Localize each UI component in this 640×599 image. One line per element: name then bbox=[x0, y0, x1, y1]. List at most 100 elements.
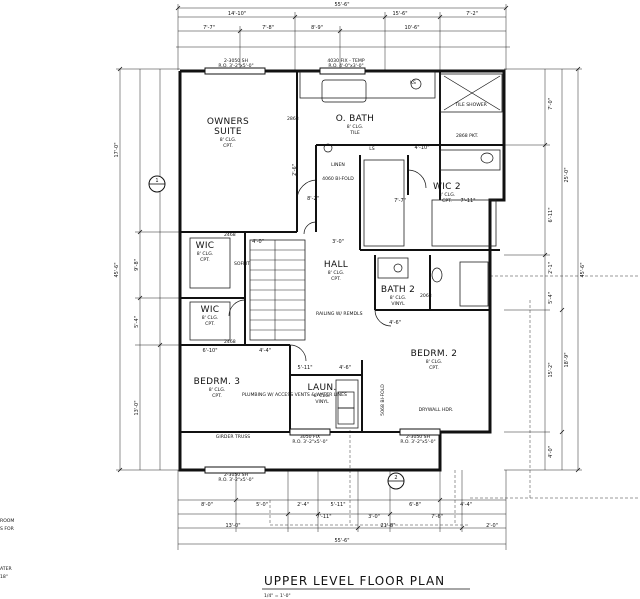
svg-text:LAUN.: LAUN. bbox=[307, 383, 336, 393]
svg-text:14'-10": 14'-10" bbox=[228, 11, 246, 17]
svg-text:55'-6": 55'-6" bbox=[334, 538, 349, 544]
tile-shower-label: TILE SHOWER bbox=[454, 102, 488, 108]
window-top-left-label: 2-3050 SH bbox=[224, 58, 248, 64]
dimension-ticks bbox=[117, 5, 581, 531]
dimension-text: 55'-6" 14'-10" 15'-6" 7'-2" 7'-7" 7'-8" … bbox=[114, 2, 586, 544]
room-bath-2: BATH 2 8' CLG. VINYL bbox=[381, 285, 415, 307]
svg-text:6'-11": 6'-11" bbox=[548, 207, 554, 222]
grid-marker-2: 2 bbox=[387, 472, 405, 490]
svg-text:8' CLG.: 8' CLG. bbox=[347, 124, 363, 130]
svg-text:BEDRM. 2: BEDRM. 2 bbox=[411, 349, 458, 359]
svg-text:2: 2 bbox=[394, 475, 397, 481]
ks-label: KS bbox=[410, 80, 416, 86]
room-wic-2: WIC 2 8' CLG. CPT. bbox=[433, 182, 461, 204]
window-top-mid-label: 4030 FIX - TEMP bbox=[327, 58, 365, 64]
room-bedrm-3: BEDRM. 3 8' CLG. CPT. bbox=[194, 377, 241, 399]
svg-text:7'-11": 7'-11" bbox=[316, 514, 331, 520]
svg-text:8' CLG.: 8' CLG. bbox=[202, 315, 218, 321]
svg-text:15'-6": 15'-6" bbox=[392, 11, 407, 17]
ls-label: LS bbox=[369, 146, 375, 152]
svg-text:45'-6": 45'-6" bbox=[114, 262, 120, 277]
svg-text:CPT.: CPT. bbox=[200, 257, 210, 263]
svg-text:8' CLG.: 8' CLG. bbox=[439, 192, 455, 198]
svg-text:BEDRM. 3: BEDRM. 3 bbox=[194, 377, 241, 387]
svg-text:17'-0": 17'-0" bbox=[114, 142, 120, 157]
drywall-header-label: DRYWALL HDR. bbox=[419, 407, 454, 413]
svg-text:21'-8": 21'-8" bbox=[380, 523, 395, 529]
railing-label: RAILING W/ REMDLS bbox=[316, 311, 363, 317]
svg-text:7'-7": 7'-7" bbox=[203, 25, 215, 31]
svg-text:13'-0": 13'-0" bbox=[134, 400, 140, 415]
door-label-2468-b: 2468 bbox=[224, 339, 236, 345]
svg-text:5'-11": 5'-11" bbox=[330, 502, 345, 508]
window-top-left-ro: R.O. 3'-2"x5'-0" bbox=[218, 63, 253, 69]
svg-text:5'-4": 5'-4" bbox=[134, 316, 140, 328]
svg-text:WIC 2: WIC 2 bbox=[433, 182, 461, 192]
window-bottom-left-label: 2-3050 SH bbox=[224, 472, 248, 478]
svg-text:4'-4": 4'-4" bbox=[460, 502, 472, 508]
plumbing-note: PLUMBING W/ ACCESS VENTS & WATER LINES bbox=[242, 392, 347, 398]
svg-text:6'-8": 6'-8" bbox=[409, 502, 421, 508]
room-owners-suite: OWNERS SUITE 8' CLG. CPT. bbox=[207, 117, 249, 149]
drawing-title: UPPER LEVEL FLOOR PLAN bbox=[264, 574, 445, 588]
window-bottom-mid-ro: R.O. 3'-2"x5'-0" bbox=[292, 439, 327, 445]
girder-truss-label: GIRDER TRUSS bbox=[216, 434, 250, 440]
margin-note-for: S FOR bbox=[0, 526, 15, 532]
door-label-2868: 2868 bbox=[287, 116, 299, 122]
svg-text:8'-2": 8'-2" bbox=[307, 196, 319, 202]
svg-text:VINYL: VINYL bbox=[391, 301, 405, 307]
svg-text:4'-0": 4'-0" bbox=[548, 446, 554, 458]
window-bottom-right-label: 2-3050 SH bbox=[406, 434, 430, 440]
window-bottom-left-ro: R.O. 3'-2"x5'-0" bbox=[218, 477, 253, 483]
svg-text:10'-6": 10'-6" bbox=[404, 25, 419, 31]
svg-text:9'-8": 9'-8" bbox=[134, 259, 140, 271]
room-o-bath: O. BATH 8' CLG. TILE bbox=[336, 114, 374, 136]
svg-text:8' CLG.: 8' CLG. bbox=[390, 295, 406, 301]
drawing-scale: 1/4" = 1'-0" bbox=[264, 593, 291, 599]
svg-text:8' CLG.: 8' CLG. bbox=[197, 251, 213, 257]
svg-text:7'-0": 7'-0" bbox=[548, 98, 554, 110]
svg-text:WIC: WIC bbox=[196, 241, 215, 251]
plan-notes: TILE SHOWER LINEN 4060 BI-FOLD LS KS RAI… bbox=[0, 58, 488, 580]
room-wic-3: WIC 8' CLG. CPT. bbox=[201, 305, 219, 327]
svg-text:O. BATH: O. BATH bbox=[336, 114, 374, 124]
exterior-walls bbox=[178, 69, 506, 472]
margin-note-room: ROOM bbox=[0, 518, 14, 524]
margin-note-18: 18" bbox=[0, 574, 8, 580]
svg-text:45'-6": 45'-6" bbox=[580, 262, 586, 277]
svg-text:CPT.: CPT. bbox=[331, 276, 341, 282]
svg-text:4'-6": 4'-6" bbox=[339, 365, 351, 371]
svg-text:CPT.: CPT. bbox=[212, 393, 222, 399]
svg-text:5'-0": 5'-0" bbox=[256, 502, 268, 508]
dimension-lines bbox=[116, 4, 582, 550]
svg-text:3'-0": 3'-0" bbox=[332, 239, 344, 245]
svg-text:1: 1 bbox=[155, 178, 158, 184]
svg-text:5'-4": 5'-4" bbox=[548, 292, 554, 304]
drawing-title-block: UPPER LEVEL FLOOR PLAN 1/4" = 1'-0" bbox=[262, 574, 470, 599]
svg-text:15'-2": 15'-2" bbox=[548, 362, 554, 377]
room-wic-1: WIC 8' CLG. CPT. bbox=[196, 241, 215, 263]
soffit-label: SOFFIT bbox=[234, 261, 250, 267]
svg-text:6'-10": 6'-10" bbox=[202, 348, 217, 354]
svg-text:HALL: HALL bbox=[324, 260, 348, 270]
door-label-2068: 2068 bbox=[420, 293, 432, 299]
svg-text:8' CLG.: 8' CLG. bbox=[220, 137, 236, 143]
svg-text:7'-2": 7'-2" bbox=[466, 11, 478, 17]
svg-text:3'-0": 3'-0" bbox=[368, 514, 380, 520]
svg-text:TILE: TILE bbox=[349, 130, 360, 136]
margin-note-ater: ATER bbox=[0, 566, 12, 572]
room-bedrm-2: BEDRM. 2 8' CLG. CPT. bbox=[411, 349, 458, 371]
svg-text:8'-0": 8'-0" bbox=[201, 502, 213, 508]
svg-text:CPT.: CPT. bbox=[223, 143, 233, 149]
svg-text:4'-4": 4'-4" bbox=[259, 348, 271, 354]
dashed-reference-lines bbox=[269, 275, 640, 526]
interior-walls bbox=[180, 71, 504, 433]
svg-text:5'-11": 5'-11" bbox=[297, 365, 312, 371]
window-bottom-mid-label: 3050 FIX bbox=[300, 434, 320, 440]
svg-text:4'-10": 4'-10" bbox=[414, 145, 429, 151]
svg-text:8' CLG.: 8' CLG. bbox=[426, 359, 442, 365]
svg-text:8' CLG.: 8' CLG. bbox=[328, 270, 344, 276]
svg-text:2'-6": 2'-6" bbox=[292, 164, 298, 176]
svg-text:7'-8": 7'-8" bbox=[262, 25, 274, 31]
